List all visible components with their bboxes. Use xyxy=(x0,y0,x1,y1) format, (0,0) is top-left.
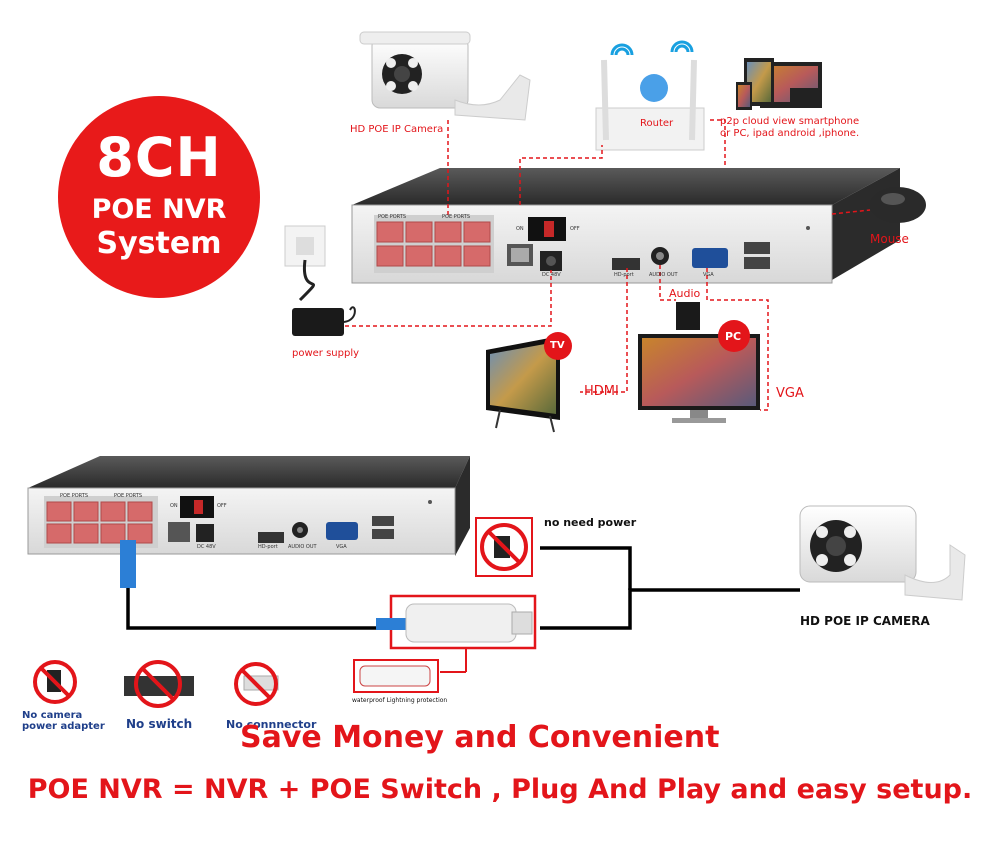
headline-line1: Save Money and Convenient xyxy=(240,720,720,755)
poe-splitter xyxy=(353,594,537,693)
badge-line1: 8CH xyxy=(96,126,222,189)
top-poe-ports-label-2: POE PORTS xyxy=(442,214,470,220)
mouse-image xyxy=(870,187,926,223)
router-image xyxy=(595,40,705,151)
top-poe-ports-label: POE PORTS xyxy=(378,214,406,220)
tv-image xyxy=(486,332,572,433)
power-supply-image xyxy=(284,225,356,336)
headline-line2: POE NVR = NVR + POE Switch , Plug And Pl… xyxy=(27,774,973,805)
top-hd-port-label: HD-port xyxy=(614,272,634,278)
no-switch-label: No switch xyxy=(126,717,193,731)
bottom-vga-label: VGA xyxy=(336,544,347,550)
bottom-off-label: OFF xyxy=(217,503,227,509)
top-audio-out-label: AUDIO OUT xyxy=(649,272,678,278)
bottom-dc-label: DC 48V xyxy=(197,544,216,550)
no-adapter-label-line2: power adapter xyxy=(22,721,105,732)
pc-tag: PC xyxy=(725,330,742,343)
top-dc-label: DC 48V xyxy=(542,272,561,278)
waterproof-label: waterproof Lightning protection xyxy=(352,697,448,704)
no-adapter-icon xyxy=(33,660,77,704)
bottom-cables xyxy=(120,540,800,630)
bottom-hd-port-label: HD-port xyxy=(258,544,278,550)
camera-label: HD POE IP Camera xyxy=(350,124,444,135)
no-need-power-label: no need power xyxy=(544,516,637,529)
p2p-label-line2: or PC, ipad android ,iphone. xyxy=(720,128,860,139)
no-connector-label: No connnector xyxy=(226,718,317,731)
top-vga-label: VGA xyxy=(703,272,714,278)
top-on-label: ON xyxy=(516,226,524,232)
audio-label: Audio xyxy=(669,287,701,300)
no-power-icon xyxy=(475,517,533,577)
vga-label: VGA xyxy=(776,386,804,401)
router-label: Router xyxy=(640,118,674,129)
p2p-label-line1: p2p cloud view smartphone xyxy=(720,116,860,127)
top-connection-lines xyxy=(345,119,871,411)
no-adapter-label-line1: No camera xyxy=(22,710,83,721)
top-nvr-unit xyxy=(351,168,900,284)
bottom-nvr-unit xyxy=(27,456,470,556)
badge-line3: System xyxy=(96,226,222,261)
bottom-audio-out-label: AUDIO OUT xyxy=(288,544,317,550)
8ch-badge: 8CH POE NVR System xyxy=(58,96,260,298)
no-connector-icon xyxy=(234,662,279,706)
p2p-devices-image xyxy=(736,58,822,110)
hdmi-label: HDMI xyxy=(584,384,619,399)
bottom-poe-ports-label-2: POE PORTS xyxy=(114,493,142,499)
speaker-image xyxy=(676,302,700,330)
bottom-poe-ports-label: POE PORTS xyxy=(60,493,88,499)
pc-monitor-image xyxy=(638,320,760,423)
hd-poe-camera-label: HD POE IP CAMERA xyxy=(800,614,930,628)
top-camera-image xyxy=(359,31,531,121)
mouse-label: Mouse xyxy=(870,232,909,246)
badge-line2: POE NVR xyxy=(91,194,227,225)
top-off-label: OFF xyxy=(570,226,580,232)
tv-tag: TV xyxy=(550,340,565,351)
no-switch-icon xyxy=(124,660,194,708)
bottom-on-label: ON xyxy=(170,503,178,509)
power-supply-label: power supply xyxy=(292,348,360,359)
bottom-camera-image xyxy=(799,505,966,601)
